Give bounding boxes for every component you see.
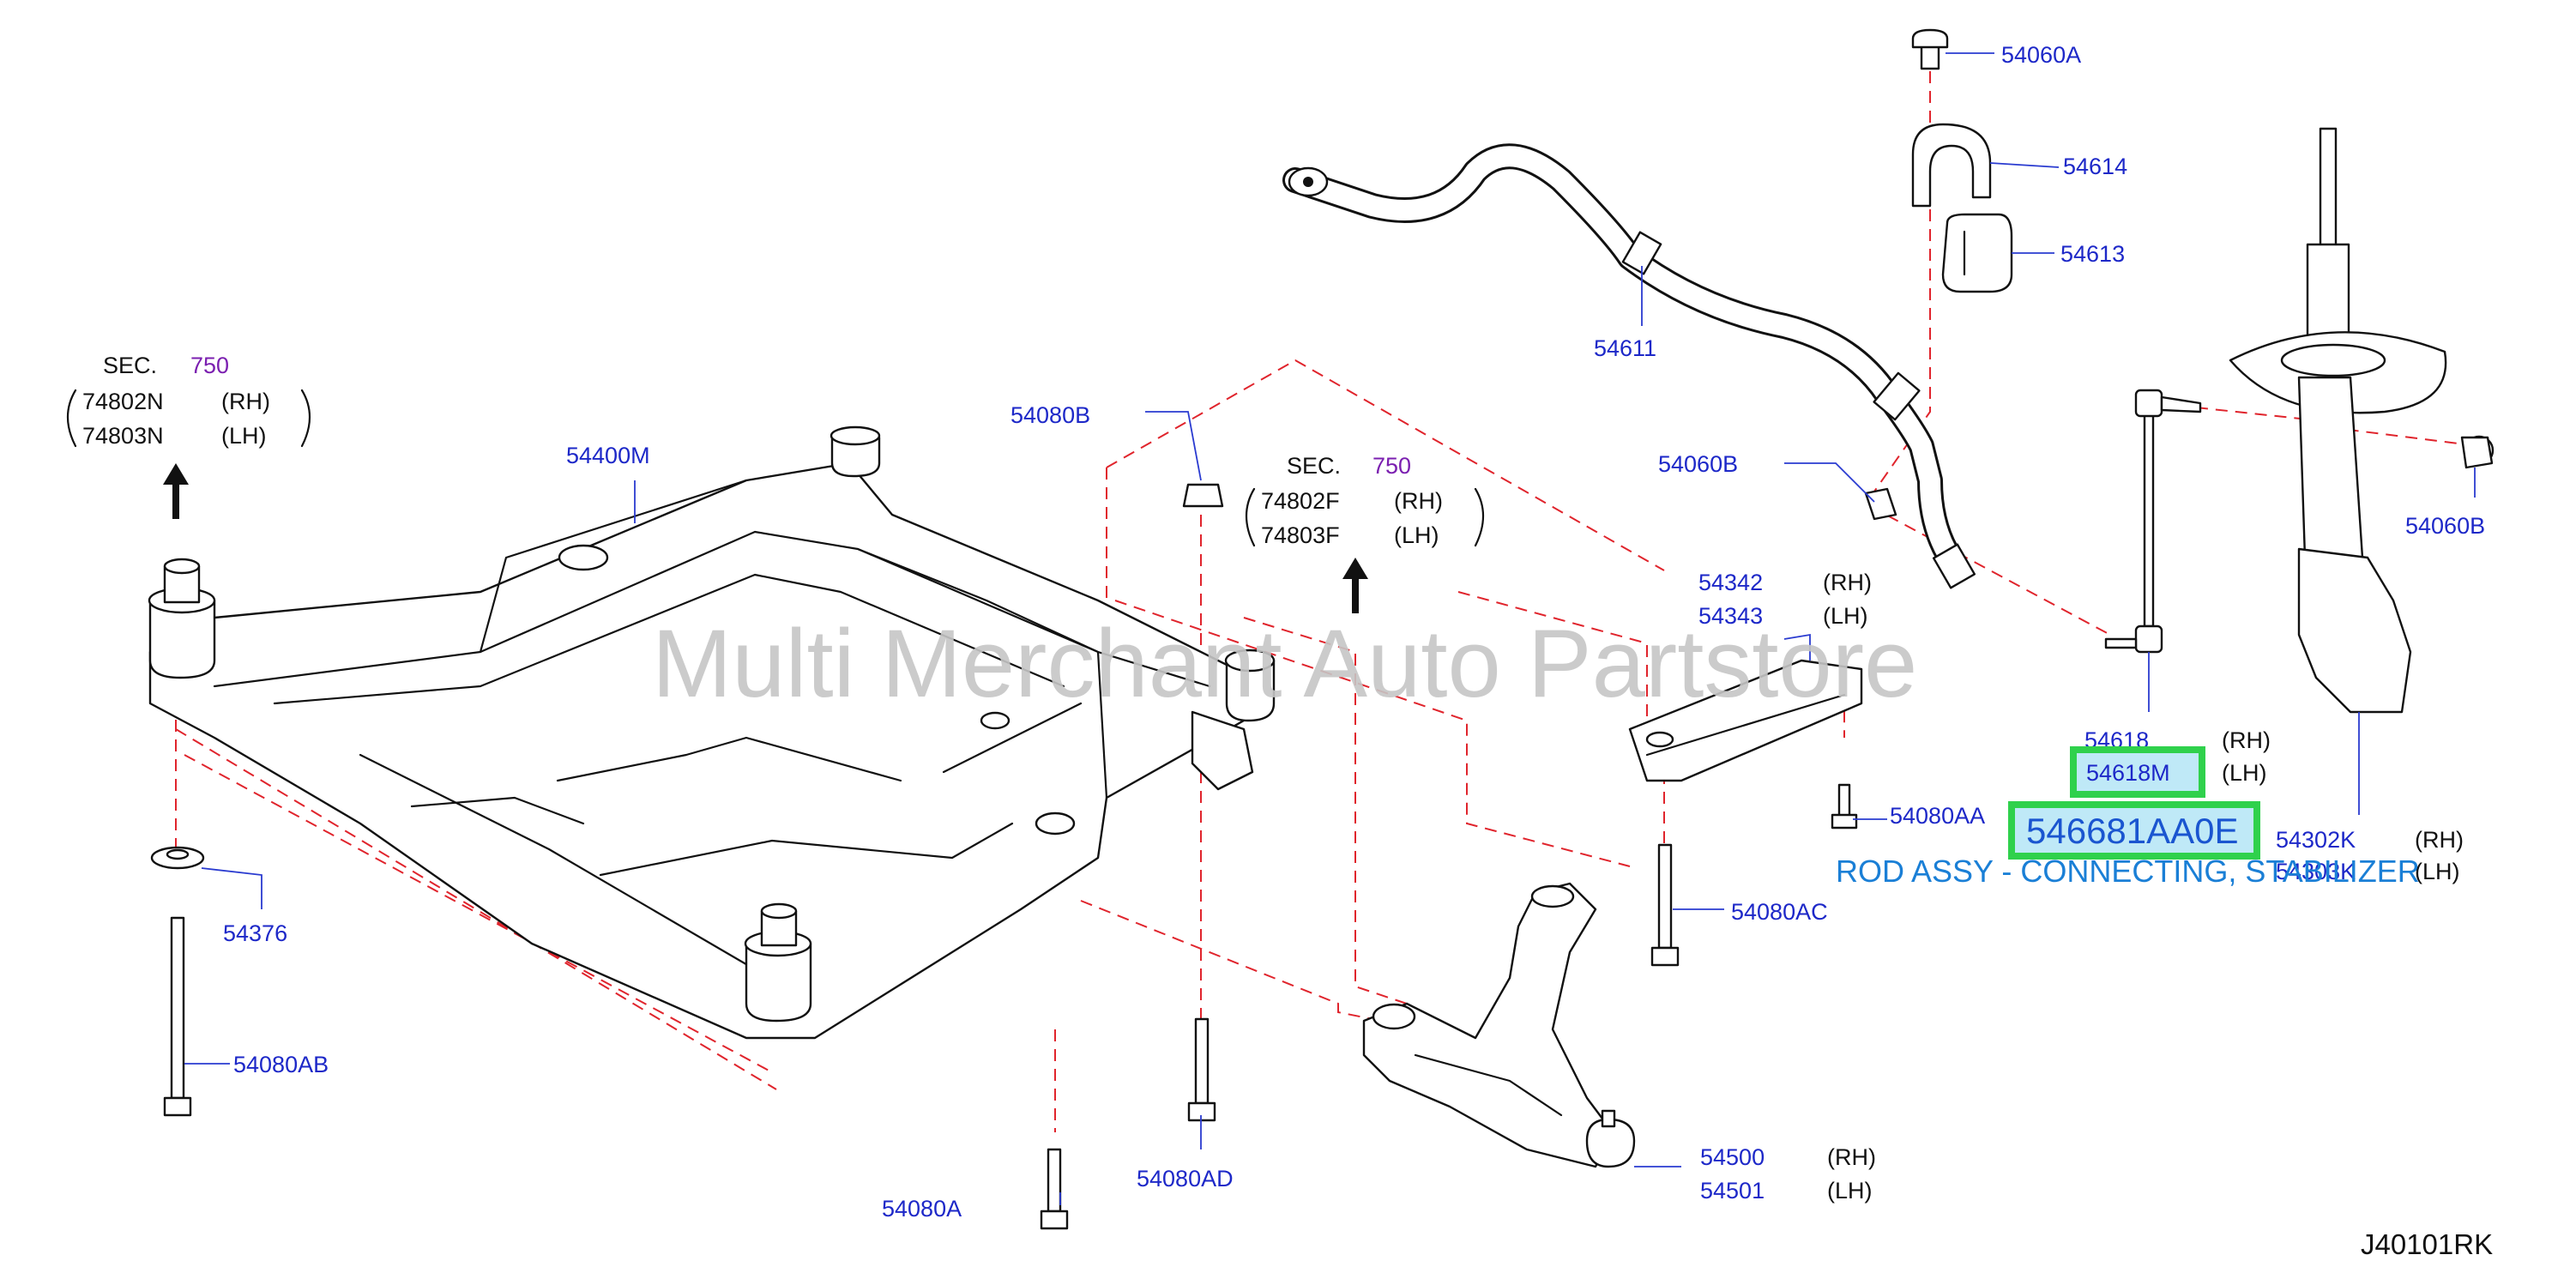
label-54080B[interactable]: 54080B xyxy=(1010,402,1090,428)
label-54500[interactable]: 54500 xyxy=(1700,1144,1765,1170)
label-54080A[interactable]: 54080A xyxy=(882,1196,962,1222)
stabilizer-bushings-brackets xyxy=(1911,28,2013,293)
label-54611[interactable]: 54611 xyxy=(1594,335,1656,361)
label-54080AA[interactable]: 54080AA xyxy=(1890,803,1985,829)
sec-rh-part: 74802F xyxy=(1261,488,1340,514)
sec-ref-left: SEC. 750 74802N (RH) 74803N (LH) xyxy=(67,353,311,449)
sec-rh-side: (RH) xyxy=(221,389,270,414)
label-54618M-side: (LH) xyxy=(2222,760,2267,786)
label-54343-side: (LH) xyxy=(1823,603,1868,629)
label-54302K-side: (RH) xyxy=(2415,827,2464,853)
sec-rh-side: (RH) xyxy=(1394,488,1443,514)
highlight-description: ROD ASSY - CONNECTING, STABILIZER xyxy=(1836,854,2420,889)
up-arrow-icons xyxy=(163,463,1368,613)
highlight-box-part-number[interactable] xyxy=(2008,801,2260,860)
sec-lh-part: 74803F xyxy=(1261,522,1340,548)
label-54060B-left[interactable]: 54060B xyxy=(1658,451,1738,477)
label-54618M[interactable]: 54618M xyxy=(2086,760,2170,786)
transverse-link xyxy=(1362,882,1636,1168)
label-54080AD[interactable]: 54080AD xyxy=(1137,1166,1234,1192)
label-54080AC[interactable]: 54080AC xyxy=(1731,899,1828,925)
sec-lh-side: (LH) xyxy=(221,423,267,449)
sec-label: SEC. xyxy=(103,353,157,378)
sec-number: 750 xyxy=(1372,453,1411,479)
sec-ref-center: SEC. 750 74802F (RH) 74803F (LH) xyxy=(1246,453,1484,548)
label-54376[interactable]: 54376 xyxy=(223,920,287,946)
label-54501[interactable]: 54501 xyxy=(1700,1178,1765,1204)
label-54613[interactable]: 54613 xyxy=(2060,241,2125,267)
sec-lh-side: (LH) xyxy=(1394,522,1439,548)
highlighted-part: 54618M (LH) 546681AA0E ROD ASSY - CONNEC… xyxy=(1836,746,2420,889)
leader-lines xyxy=(184,52,2476,1205)
label-54342[interactable]: 54342 xyxy=(1698,570,1763,595)
label-54614[interactable]: 54614 xyxy=(2063,154,2127,179)
assembly-guide-lines xyxy=(175,51,2480,1132)
connecting-rod xyxy=(2104,389,2202,654)
label-54501-side: (LH) xyxy=(1827,1178,1873,1204)
label-54303K[interactable]: 54303K xyxy=(2276,859,2356,884)
sec-number: 750 xyxy=(190,353,229,378)
sec-rh-part: 74802N xyxy=(82,389,164,414)
watermark: Multi Merchant Auto Partstore xyxy=(652,610,1917,717)
label-54303K-side: (LH) xyxy=(2415,859,2460,884)
label-54618-side: (RH) xyxy=(2222,727,2271,753)
label-54302K[interactable]: 54302K xyxy=(2276,827,2356,853)
member-bracket xyxy=(1628,659,1863,782)
strut-assembly xyxy=(2229,127,2495,714)
part-labels: 54060A 54614 54613 54611 54060B 54060B 5… xyxy=(223,42,2485,1222)
sec-label: SEC. xyxy=(1287,453,1341,479)
label-54500-side: (RH) xyxy=(1827,1144,1876,1170)
label-54400M[interactable]: 54400M xyxy=(566,443,650,468)
stabilizer-bar xyxy=(1282,143,1976,589)
label-54343[interactable]: 54343 xyxy=(1698,603,1763,629)
label-54060A[interactable]: 54060A xyxy=(2001,42,2081,68)
highlight-box-54618M[interactable] xyxy=(2070,746,2205,798)
suspension-member xyxy=(148,425,1276,1040)
sec-lh-part: 74803N xyxy=(82,423,164,449)
label-54342-side: (RH) xyxy=(1823,570,1872,595)
label-54060B-right[interactable]: 54060B xyxy=(2405,513,2485,539)
fasteners xyxy=(150,436,2494,1230)
diagram-code: J40101RK xyxy=(2361,1228,2493,1260)
label-54080AB[interactable]: 54080AB xyxy=(233,1052,329,1077)
highlight-part-number[interactable]: 546681AA0E xyxy=(2026,811,2239,851)
